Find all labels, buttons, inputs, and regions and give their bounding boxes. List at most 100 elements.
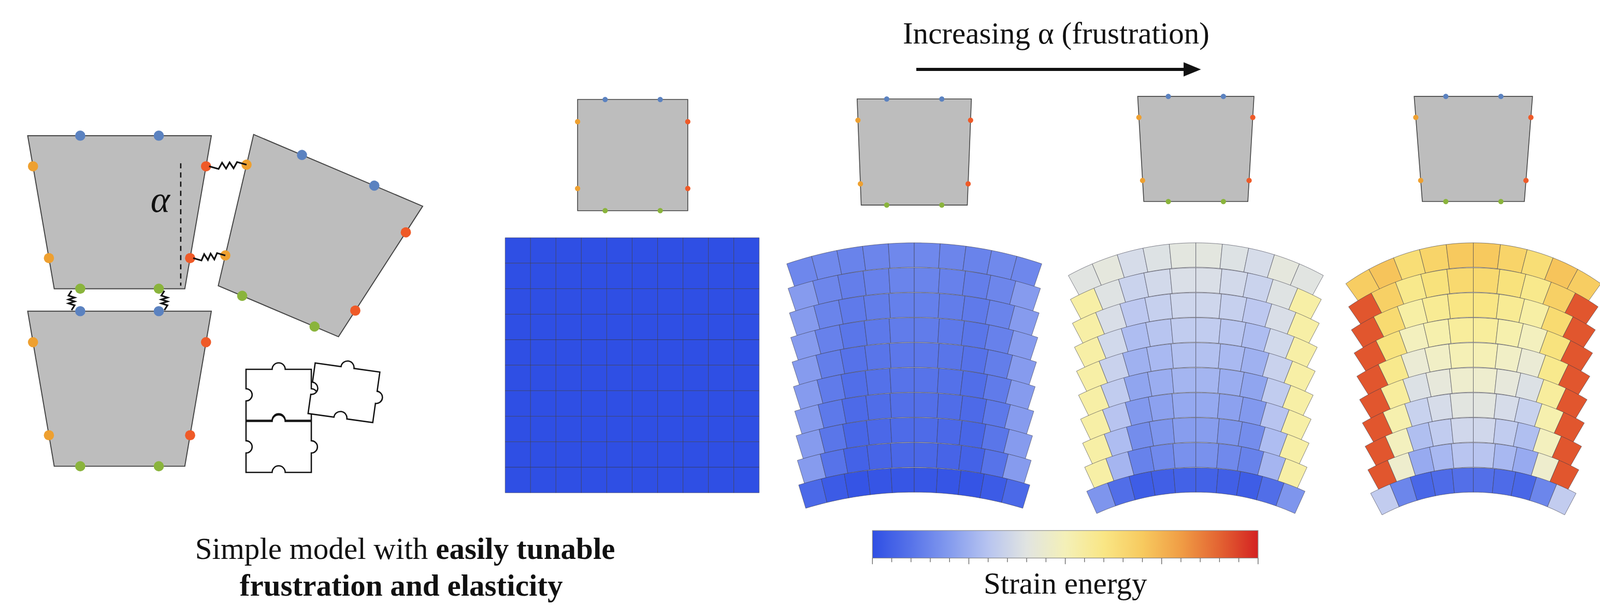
tile-cell — [889, 318, 915, 344]
tile-cell — [914, 342, 940, 368]
tile-cell — [1195, 367, 1221, 394]
tile-cell — [937, 393, 963, 421]
binding-site — [968, 117, 974, 123]
tile-cell — [657, 365, 684, 391]
colorbar-tick — [929, 557, 931, 562]
binding-site — [153, 130, 165, 141]
tile-cell — [581, 263, 607, 289]
tile-cell — [631, 263, 658, 289]
tile-cell — [683, 467, 709, 493]
binding-site — [884, 202, 890, 208]
tile-cell — [733, 365, 760, 391]
tile-cell — [606, 441, 632, 468]
tile-cell — [581, 441, 607, 468]
binding-site — [153, 306, 165, 317]
tile-cell — [1195, 442, 1219, 469]
tile-cell — [1446, 267, 1474, 294]
tile-cell — [1169, 242, 1196, 269]
tile-cell — [890, 442, 915, 468]
tile-cell — [1171, 342, 1196, 369]
tile-cell — [657, 237, 684, 264]
tile-cell — [1123, 372, 1152, 402]
colorbar-tick — [968, 557, 970, 565]
tile-cell — [708, 467, 734, 493]
binding-site — [1140, 177, 1146, 183]
tile-cell — [631, 365, 658, 391]
tile-cell — [914, 442, 939, 468]
tile-cell — [555, 237, 582, 264]
tile-cell — [914, 467, 938, 493]
binding-site — [602, 208, 608, 214]
tile-cell — [1448, 342, 1474, 369]
binding-site — [153, 283, 165, 295]
binding-site — [1220, 93, 1227, 99]
binding-site — [1443, 198, 1449, 205]
binding-site — [295, 148, 309, 162]
binding-site — [184, 429, 196, 441]
tile-cell — [683, 365, 709, 391]
tile-cell — [1145, 319, 1174, 347]
tile-cell — [1148, 393, 1175, 422]
tile-cell — [889, 367, 915, 393]
tile-cell — [505, 263, 531, 289]
tile-cell — [837, 270, 867, 299]
binding-site — [27, 337, 39, 348]
tile-cell — [708, 339, 734, 366]
tile-cell — [958, 445, 986, 473]
tile-cell — [657, 441, 684, 468]
caption-block: Simple model witheasily tunable frustrat… — [129, 530, 681, 604]
tile-shape — [1137, 96, 1254, 202]
tile-cell — [841, 370, 869, 399]
tile-cell — [581, 237, 607, 264]
puzzle-icon — [246, 356, 387, 473]
tile-cell — [733, 263, 760, 289]
binding-site — [884, 96, 890, 102]
tile-cell — [1147, 368, 1174, 397]
tile-cell — [505, 467, 531, 493]
tile-cell — [555, 467, 582, 493]
binding-site — [44, 252, 55, 264]
binding-site — [574, 185, 581, 192]
tile-cell — [505, 365, 531, 391]
tile-cell — [961, 296, 990, 325]
tile-cell — [1425, 369, 1453, 397]
tile-cell — [1218, 319, 1247, 347]
tile-cell — [657, 263, 684, 289]
tile-cell — [843, 445, 870, 473]
tile-cell — [581, 339, 607, 366]
caption-text: Simple model with — [195, 531, 429, 566]
tile-cell — [606, 314, 632, 340]
tile-cell — [631, 467, 658, 493]
tile-cell — [1173, 467, 1196, 494]
tile-cell — [631, 441, 658, 468]
tile-cell — [1451, 442, 1474, 469]
tile-cell — [733, 314, 760, 340]
tile-cell — [1143, 269, 1173, 298]
binding-site — [855, 117, 861, 123]
colorbar-gradient — [872, 530, 1259, 558]
tile-cell — [840, 346, 868, 374]
tile-cell — [708, 263, 734, 289]
tile-cell — [866, 393, 892, 421]
tile-cell — [914, 292, 940, 319]
tile-cell — [1126, 422, 1154, 451]
tile-cell — [958, 470, 985, 498]
colorbar-tick — [1161, 557, 1162, 565]
tile-cell — [816, 374, 846, 404]
tile-cell — [938, 318, 965, 345]
tile-cell — [959, 395, 987, 424]
tile-cell — [1428, 419, 1454, 447]
tile-cell — [914, 417, 939, 443]
tile-cell — [555, 441, 582, 468]
tile-cell — [733, 237, 760, 264]
tile-cell — [1450, 392, 1474, 418]
tile-assemblies — [505, 237, 1600, 515]
tile-cell — [606, 416, 632, 442]
binding-site — [1498, 93, 1504, 99]
tile-cell — [683, 390, 709, 416]
binding-site — [367, 179, 382, 193]
tile-cell — [530, 314, 556, 340]
angle-label: α — [150, 178, 170, 222]
tile-cell — [683, 339, 709, 366]
tile-shape — [27, 311, 212, 467]
